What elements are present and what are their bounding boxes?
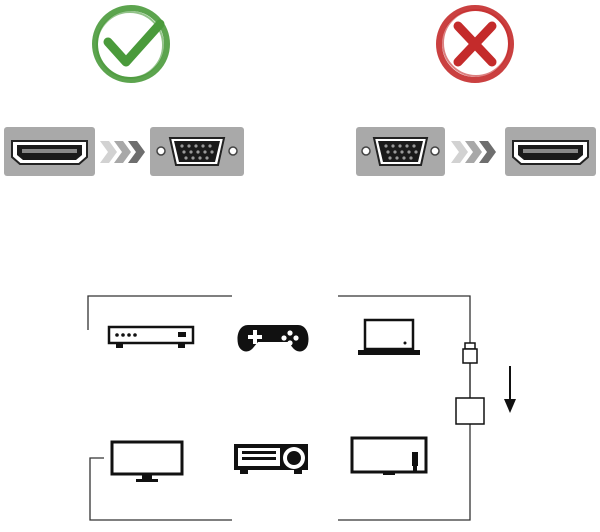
vga-port-icon	[361, 137, 440, 166]
direction-arrows-left	[100, 141, 146, 163]
vga-port-panel-left	[150, 127, 244, 176]
device-gamepad	[236, 322, 310, 354]
device-monitor	[110, 440, 184, 482]
checkmark-icon	[92, 5, 170, 83]
hdmi-port-icon	[512, 140, 589, 165]
valid-mark	[78, 4, 184, 84]
flow-arrow	[503, 366, 517, 414]
set-top-box-icon	[107, 325, 195, 348]
down-arrow-icon	[504, 366, 516, 413]
triple-chevron-icon	[451, 141, 496, 163]
device-laptop	[358, 318, 420, 356]
vga-port-panel-right	[356, 127, 445, 176]
cross-icon	[436, 5, 514, 83]
tv-icon	[350, 436, 428, 475]
gamepad-icon	[237, 325, 309, 352]
device-tv	[350, 436, 428, 478]
hdmi-port-panel-right	[505, 127, 596, 176]
monitor-icon	[110, 440, 184, 482]
triple-chevron-icon	[100, 141, 145, 163]
hdmi-port-icon	[11, 140, 88, 165]
hdmi-vga-adapter	[455, 342, 485, 425]
invalid-mark	[422, 4, 528, 84]
laptop-icon	[358, 318, 420, 355]
vga-port-icon	[156, 137, 238, 166]
device-set-top-box	[107, 325, 195, 350]
device-projector	[228, 440, 314, 476]
direction-arrows-right	[451, 141, 497, 163]
hdmi-to-vga-adapter-icon	[455, 342, 485, 425]
projector-icon	[234, 444, 308, 474]
hdmi-port-panel-left	[4, 127, 95, 176]
